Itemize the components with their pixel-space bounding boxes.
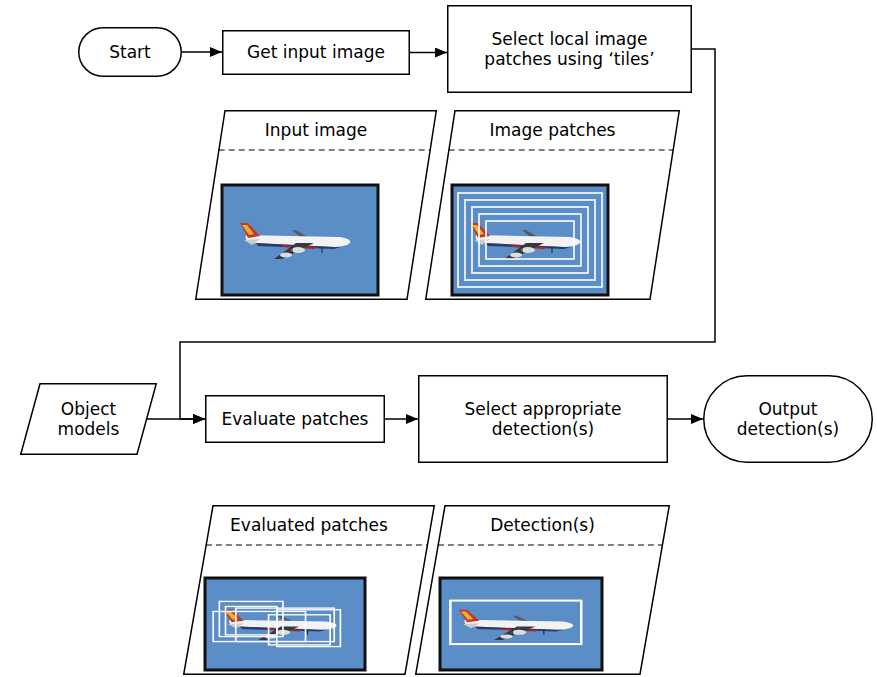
data-parallelogram: Detection(s) [415, 505, 670, 675]
flow-arrow [182, 51, 222, 53]
flow-arrow [147, 418, 205, 420]
photo [440, 578, 602, 670]
text-area: Input image [216, 110, 416, 150]
detection-box [450, 601, 581, 644]
flow-arrow [385, 418, 418, 420]
text-area: Detection(s) [436, 505, 649, 545]
photo [222, 185, 378, 295]
heading-divider [449, 149, 674, 150]
patch-tile [465, 200, 595, 280]
patch-tile [472, 207, 588, 273]
box-heading: Image patches [490, 120, 616, 140]
photo-frame [452, 185, 608, 295]
patch-tile [479, 214, 581, 266]
photo-frame [222, 185, 378, 295]
parallelogram-outline [196, 111, 437, 300]
parallelogram-outline [426, 111, 680, 300]
patch-tile [458, 193, 602, 287]
patch-tile [486, 221, 574, 259]
text-area: Output detection(s) [721, 377, 855, 461]
box-heading: Evaluated patches [230, 515, 388, 535]
box-label: Evaluate patches [222, 409, 369, 429]
data-parallelogram: Image patches [425, 110, 680, 300]
terminator: Start [78, 27, 182, 77]
text-area: Evaluate patches [215, 397, 375, 441]
data-parallelogram: Evaluated patches [183, 505, 435, 675]
process-box: Get input image [222, 30, 410, 75]
heading-divider [438, 544, 663, 545]
terminator-outline [79, 28, 182, 77]
text-area: Select local image patches using ‘tiles’ [457, 7, 682, 91]
text-area: Image patches [446, 110, 659, 150]
box-heading: Input image [265, 120, 367, 140]
photo [205, 578, 365, 670]
process-box: Evaluate patches [205, 395, 385, 443]
photo-content [440, 578, 602, 670]
data-parallelogram: Object models [20, 383, 157, 455]
text-area: Get input image [232, 32, 400, 73]
terminator-outline [704, 376, 873, 463]
heading-divider [206, 544, 428, 545]
box-outline [223, 31, 410, 75]
patch-tile [236, 608, 334, 641]
parallelogram-outline [21, 384, 157, 455]
parallelogram-outline [184, 506, 435, 675]
photo-frame [205, 578, 365, 670]
photo-content [452, 185, 608, 295]
box-outline [419, 376, 668, 463]
box-outline [448, 6, 692, 93]
box-label: Start [109, 42, 151, 62]
text-area: Evaluated patches [204, 505, 414, 545]
process-box: Select local image patches using ‘tiles’ [447, 5, 692, 93]
flow-arrow [668, 418, 703, 420]
patch-tile [269, 615, 331, 645]
box-label: Select appropriate detection(s) [428, 399, 658, 440]
photo-frame [440, 578, 602, 670]
photo-content [205, 578, 365, 670]
text-area: Start [96, 29, 164, 75]
terminator: Output detection(s) [703, 375, 873, 463]
process-box: Select appropriate detection(s) [418, 375, 668, 463]
patch-tile [213, 611, 305, 641]
parallelogram-outline [416, 506, 670, 675]
text-area: Object models [36, 385, 141, 453]
data-parallelogram: Input image [195, 110, 437, 300]
patch-tile [219, 601, 283, 636]
box-heading: Detection(s) [490, 515, 595, 535]
box-label: Select local image patches using ‘tiles’ [457, 29, 682, 70]
box-outline [206, 396, 385, 443]
photo [452, 185, 608, 295]
text-area: Select appropriate detection(s) [428, 377, 658, 461]
box-label: Output detection(s) [721, 399, 855, 440]
heading-divider [219, 149, 431, 150]
box-label: Object models [36, 399, 141, 440]
photo-content [222, 185, 378, 295]
flow-arrow [410, 52, 447, 54]
flow-arrow [180, 49, 715, 419]
box-label: Get input image [247, 42, 385, 62]
